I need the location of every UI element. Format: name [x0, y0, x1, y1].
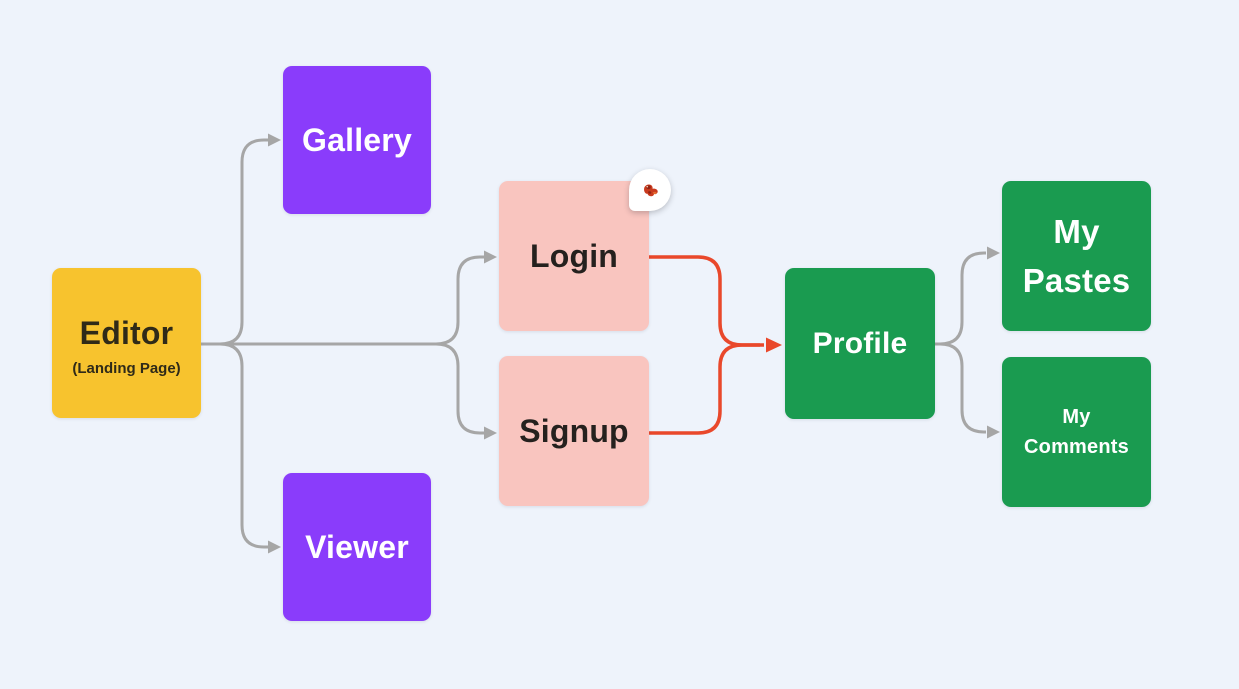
node-label: Signup	[519, 413, 629, 449]
node-sublabel: (Landing Page)	[72, 360, 181, 377]
connector-profile-my-comments[interactable]	[935, 342, 1000, 439]
arrowhead-icon	[987, 425, 1000, 439]
node-label: My Comments	[1024, 406, 1129, 458]
node-my-comments[interactable]: My Comments	[1002, 357, 1151, 507]
arrowhead-icon	[766, 337, 782, 353]
node-label: Viewer	[305, 529, 409, 565]
arrowhead-icon	[484, 426, 497, 440]
node-signup[interactable]: Signup	[499, 356, 649, 506]
node-gallery[interactable]: Gallery	[283, 66, 431, 214]
connector-login-profile[interactable]	[649, 255, 782, 353]
node-label: My Pastes	[1022, 212, 1131, 300]
node-label: Login	[529, 238, 619, 274]
arrowhead-icon	[268, 540, 281, 554]
node-viewer[interactable]: Viewer	[283, 473, 431, 621]
connector-editor-login[interactable]	[201, 250, 497, 346]
red-creature-icon	[643, 183, 658, 196]
arrowhead-icon	[987, 246, 1000, 260]
collaborator-sticker-badge[interactable]	[629, 169, 671, 211]
node-login[interactable]: Login	[499, 181, 649, 331]
connector-editor-gallery[interactable]	[201, 133, 281, 346]
connector-editor-viewer[interactable]	[201, 342, 281, 554]
node-label: Editor	[79, 315, 174, 351]
connector-signup-profile[interactable]	[649, 343, 760, 435]
connector-editor-signup[interactable]	[201, 342, 497, 440]
connector-profile-my-pastes[interactable]	[935, 246, 1000, 346]
node-editor[interactable]: Editor (Landing Page)	[52, 268, 201, 418]
arrowhead-icon	[268, 133, 281, 147]
node-label: Gallery	[302, 122, 412, 158]
arrowhead-icon	[484, 250, 497, 264]
node-profile[interactable]: Profile	[785, 268, 935, 419]
node-label: Profile	[812, 327, 908, 360]
node-my-pastes[interactable]: My Pastes	[1002, 181, 1151, 331]
